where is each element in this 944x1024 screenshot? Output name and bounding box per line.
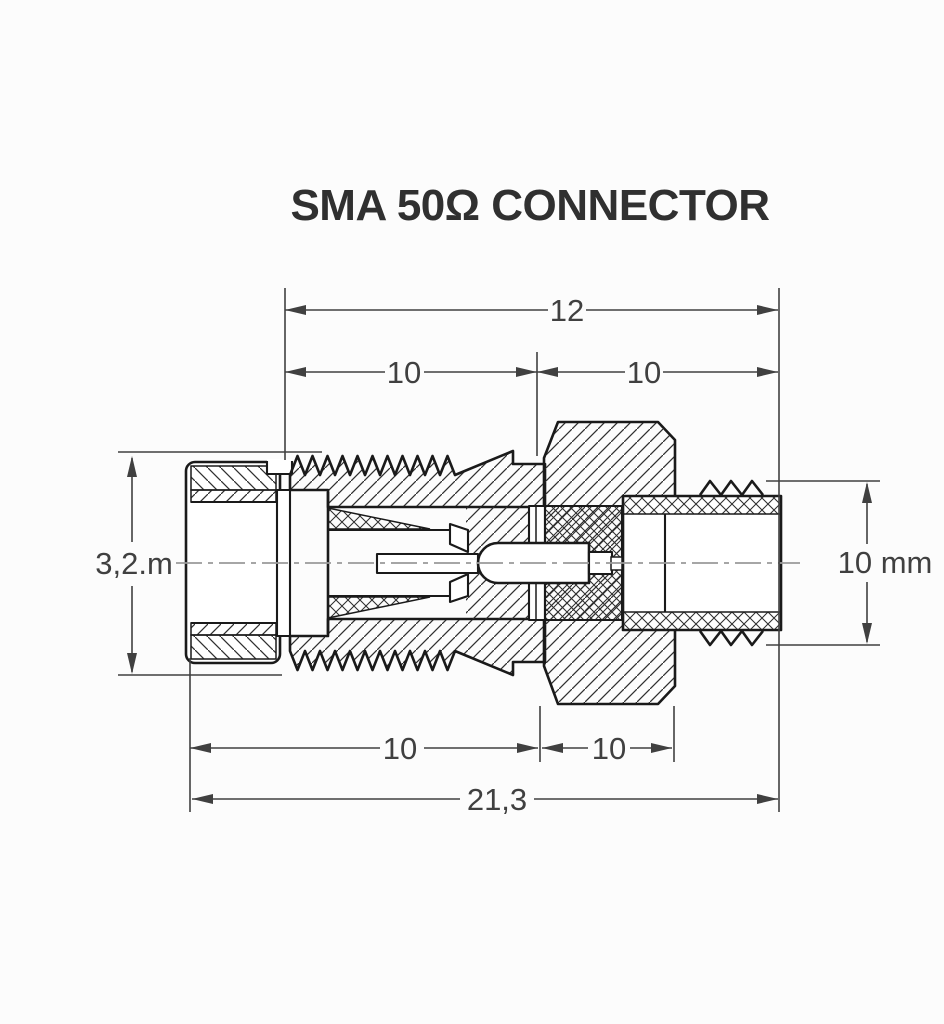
dim-label-10-bottom-right: 10 xyxy=(592,731,626,766)
extension-lines xyxy=(118,288,880,812)
dim-label-10-top-right: 10 xyxy=(627,355,661,390)
dimension-left-diameter: 3,2.m xyxy=(95,456,173,674)
dimension-annotations: 12 10 10 3,2.m xyxy=(95,288,932,817)
dimension-top-right: 10 xyxy=(537,355,778,390)
dimension-right-diameter: 10 mm xyxy=(838,482,933,644)
page-title: SMA 50Ω CONNECTOR xyxy=(290,181,769,230)
dim-label-left-diameter: 3,2.m xyxy=(95,546,173,581)
dimension-top-left: 10 xyxy=(285,355,537,390)
dim-label-10-bottom-left: 10 xyxy=(383,731,417,766)
dim-label-right-diameter: 10 mm xyxy=(838,545,933,580)
dim-label-10-top-left: 10 xyxy=(387,355,421,390)
dim-label-12: 12 xyxy=(550,293,584,328)
dimension-overall-top: 12 xyxy=(285,293,778,328)
dim-label-21-3: 21,3 xyxy=(467,782,527,817)
female-contact-socket xyxy=(326,492,470,634)
coupling-nut xyxy=(184,459,294,665)
dimension-bottom-left: 10 xyxy=(190,731,538,766)
dimension-overall-bottom: 21,3 xyxy=(192,782,778,817)
dimension-bottom-right: 10 xyxy=(542,731,672,766)
